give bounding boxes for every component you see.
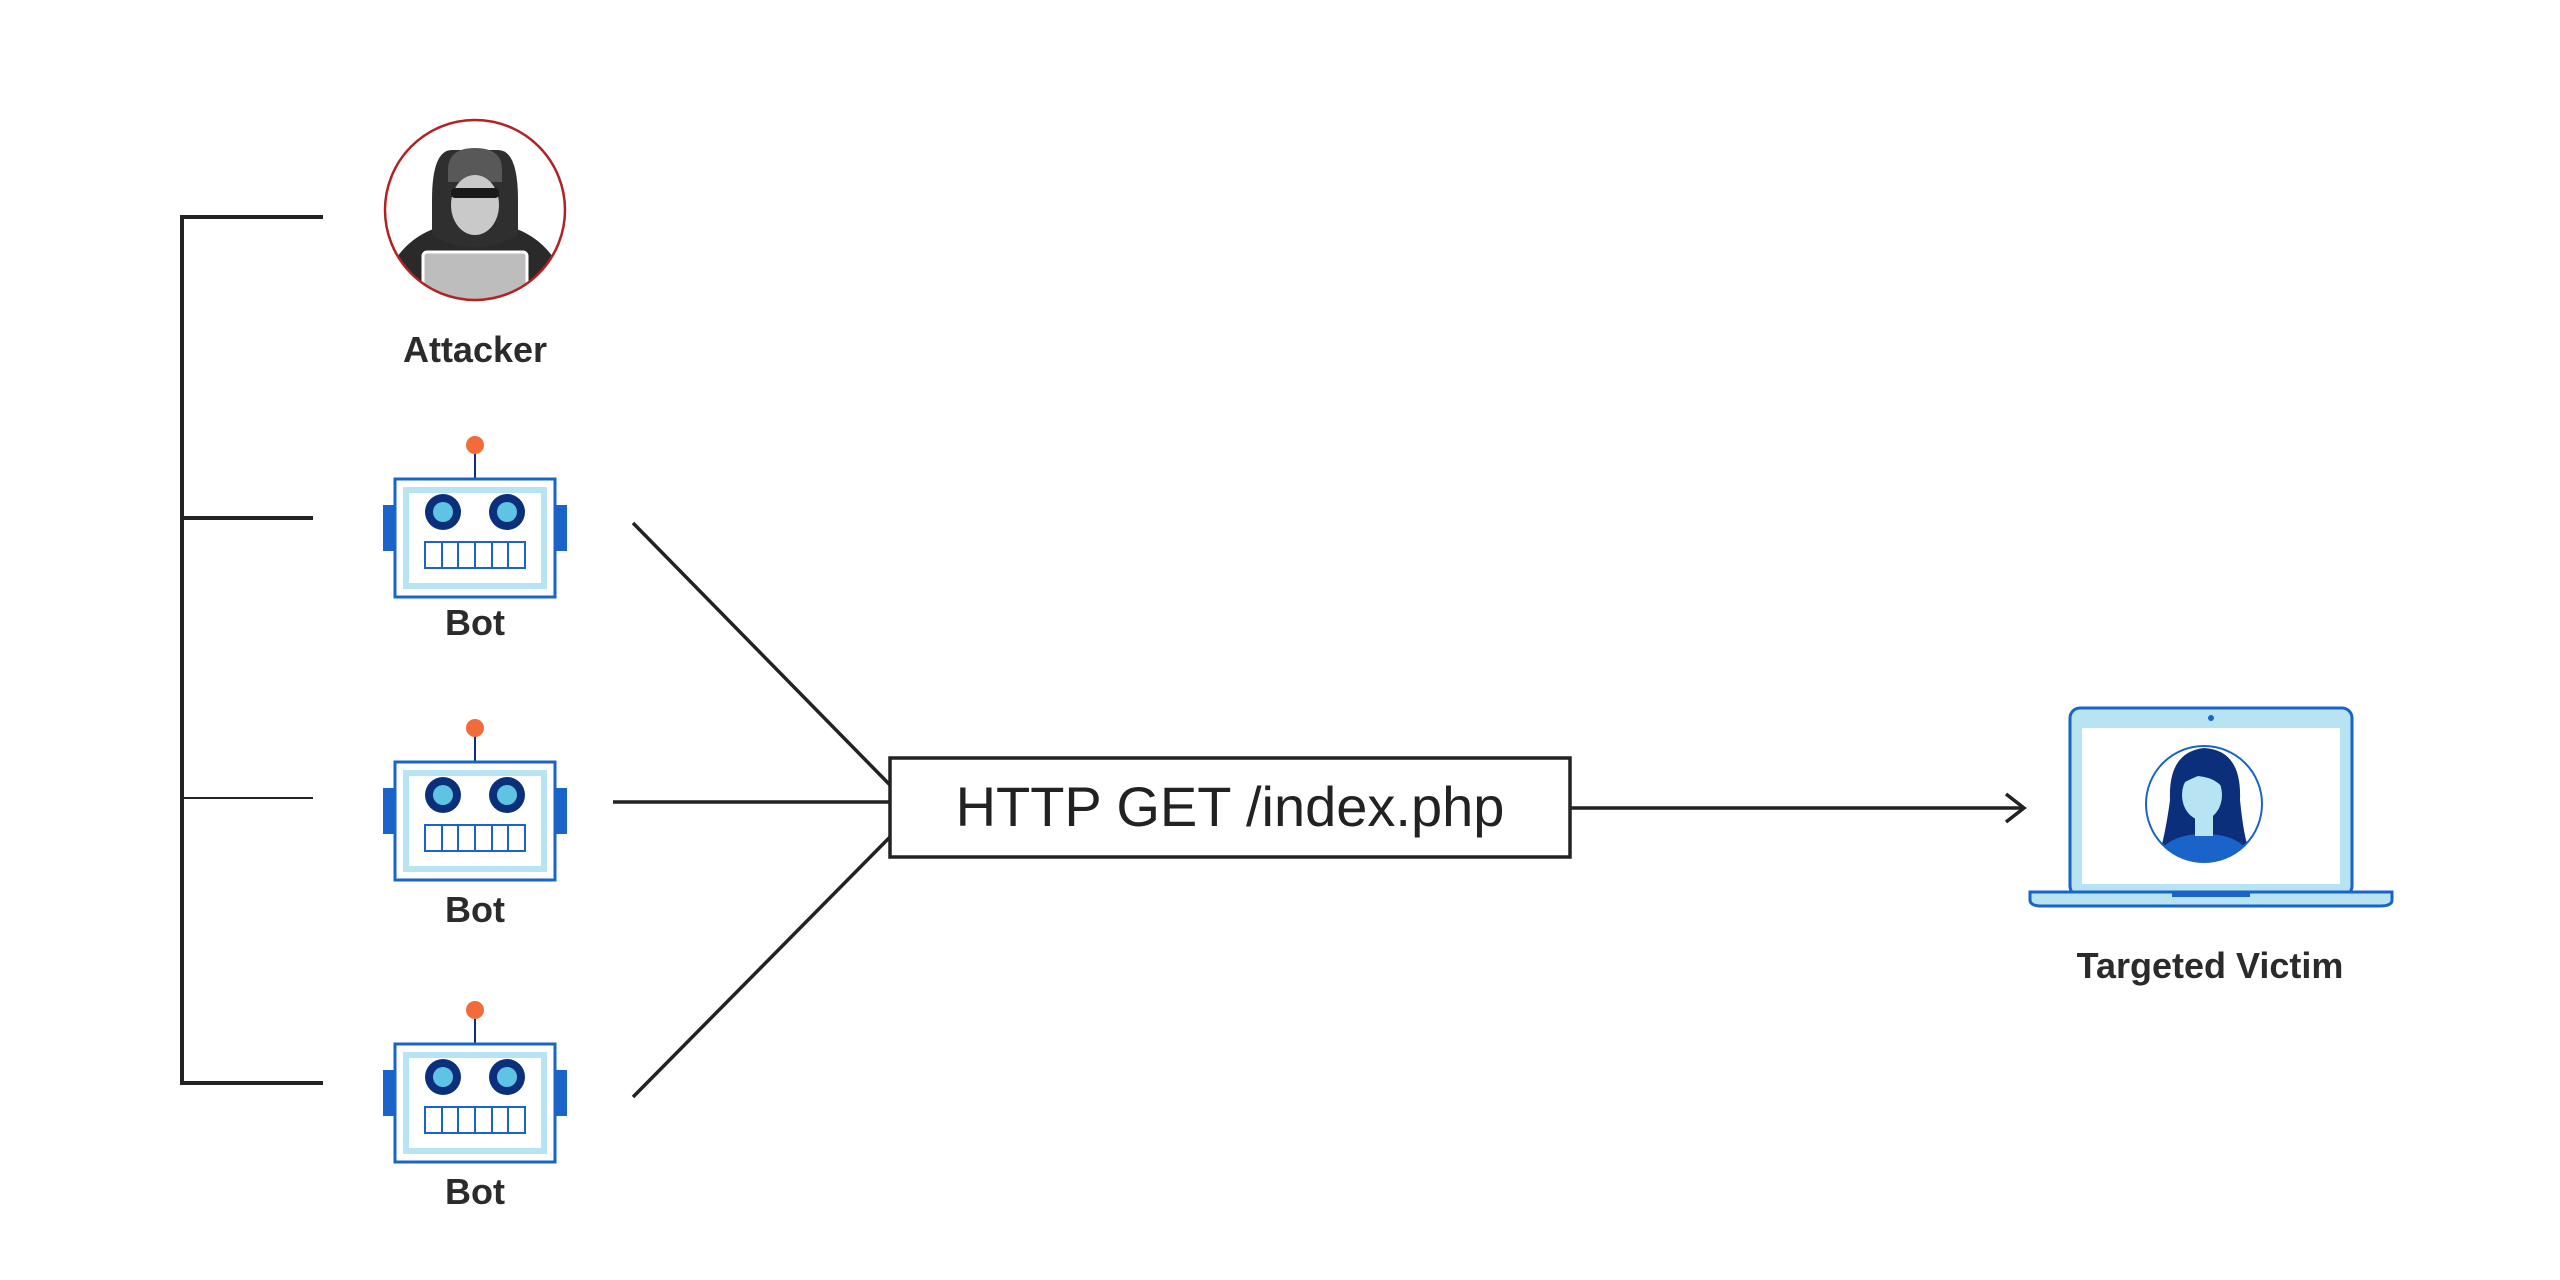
control-bracket [180,215,323,1085]
bot-label: Bot [445,889,505,930]
victim-node: Targeted Victim [2028,706,2394,986]
bot-node: Bot [381,717,569,930]
robot-icon [381,999,569,1164]
victim-label: Targeted Victim [2077,945,2344,986]
bot-label: Bot [445,1171,505,1212]
robot-icon [381,717,569,882]
laptop-user-icon [2028,706,2394,908]
bot-node: Bot [381,999,569,1212]
bot-label: Bot [445,602,505,643]
attacker-node: Attacker [383,118,567,370]
request-box: HTTP GET /index.php [888,756,1572,859]
request-arrow [1570,792,2027,824]
hooded-hacker-icon [383,118,567,302]
robot-icon [381,434,569,599]
request-connectors [613,521,892,1099]
request-label: HTTP GET /index.php [956,775,1505,838]
bot-node: Bot [381,434,569,643]
attacker-label: Attacker [403,329,547,370]
